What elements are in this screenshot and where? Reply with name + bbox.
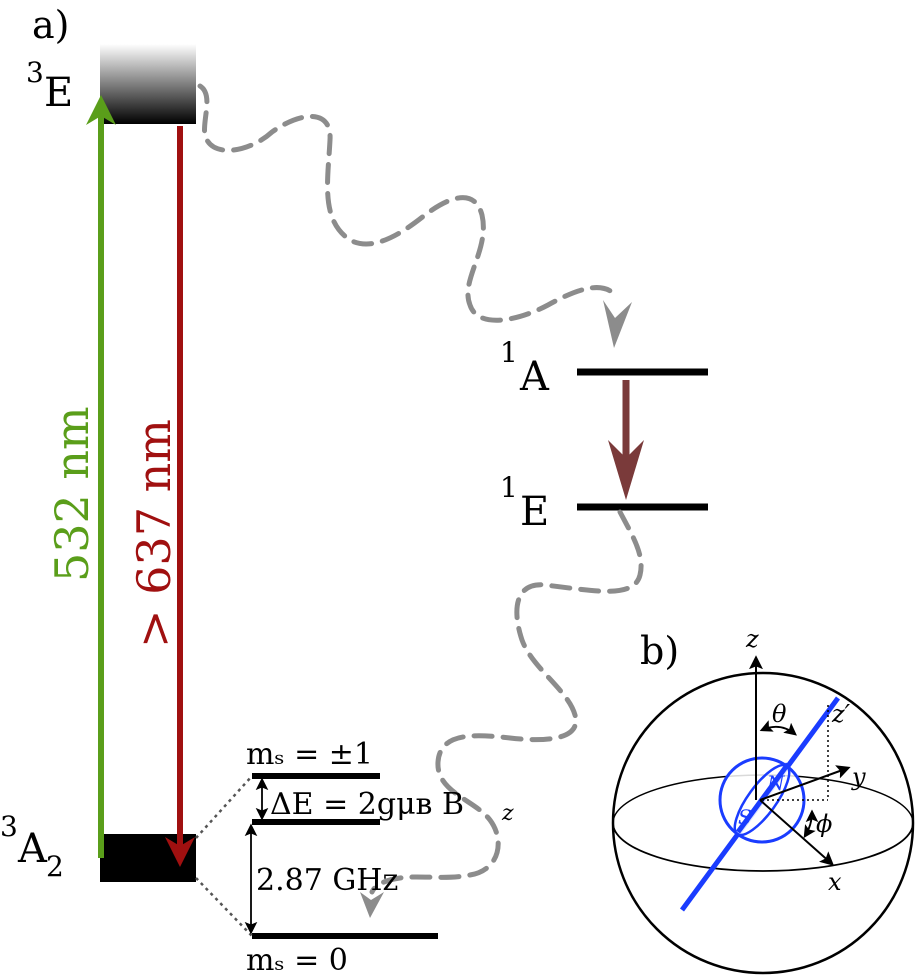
svg-text:2: 2 <box>46 850 64 883</box>
excited-state-3E-level <box>100 44 196 124</box>
ms-pm1-label: mₛ = ±1 <box>246 737 373 772</box>
svg-text:ΔE = 2gμʙ B: ΔE = 2gμʙ B <box>270 787 464 822</box>
x-axis-arrow <box>759 799 835 866</box>
phi-arc <box>803 809 819 839</box>
zero-field-splitting-label: 2.87 GHz <box>256 863 398 898</box>
panel-b-label: b) <box>640 629 679 673</box>
y-axis-arrow <box>759 765 851 801</box>
intersystem-crossing-path-upper <box>197 83 632 348</box>
zoom-guide-lower <box>195 877 253 937</box>
svg-text:E: E <box>44 70 73 116</box>
zoom-guide-upper <box>195 775 253 839</box>
singlet-1E-label: 1 E <box>500 471 549 535</box>
svg-text:A: A <box>519 354 550 400</box>
svg-text:E: E <box>520 489 549 535</box>
emission-wavelength-label: > 637 nm <box>127 419 181 648</box>
svg-text:1: 1 <box>500 471 518 504</box>
panel-a-label: a) <box>32 3 69 47</box>
svg-text:z: z <box>501 801 514 826</box>
svg-text:3: 3 <box>0 810 18 843</box>
svg-text:A: A <box>17 826 48 872</box>
x-axis-label: x <box>828 868 842 896</box>
phi-label: ϕ <box>816 810 832 838</box>
svg-text:3: 3 <box>26 56 44 89</box>
intersystem-crossing-path-lower <box>360 509 644 918</box>
theta-label: θ <box>772 700 787 728</box>
singlet-decay-arrow <box>608 380 644 500</box>
excited-state-3E-label: 3 E <box>26 56 73 116</box>
svg-text:1: 1 <box>500 336 518 369</box>
zeeman-splitting-label: ΔE = 2gμʙ B z <box>270 787 514 826</box>
z-axis-label: z <box>745 625 759 653</box>
south-pole-label: S <box>738 805 752 829</box>
north-pole-label: N <box>766 771 786 795</box>
ms-0-label: mₛ = 0 <box>246 943 348 978</box>
theta-arc <box>759 720 797 736</box>
ground-state-3A2-label: 3 A 2 <box>0 810 64 883</box>
singlet-1A-label: 1 A <box>500 336 550 400</box>
y-axis-label: y <box>851 763 866 791</box>
excitation-wavelength-label: 532 nm <box>45 406 99 582</box>
z-prime-axis-label: z′ <box>831 700 851 728</box>
